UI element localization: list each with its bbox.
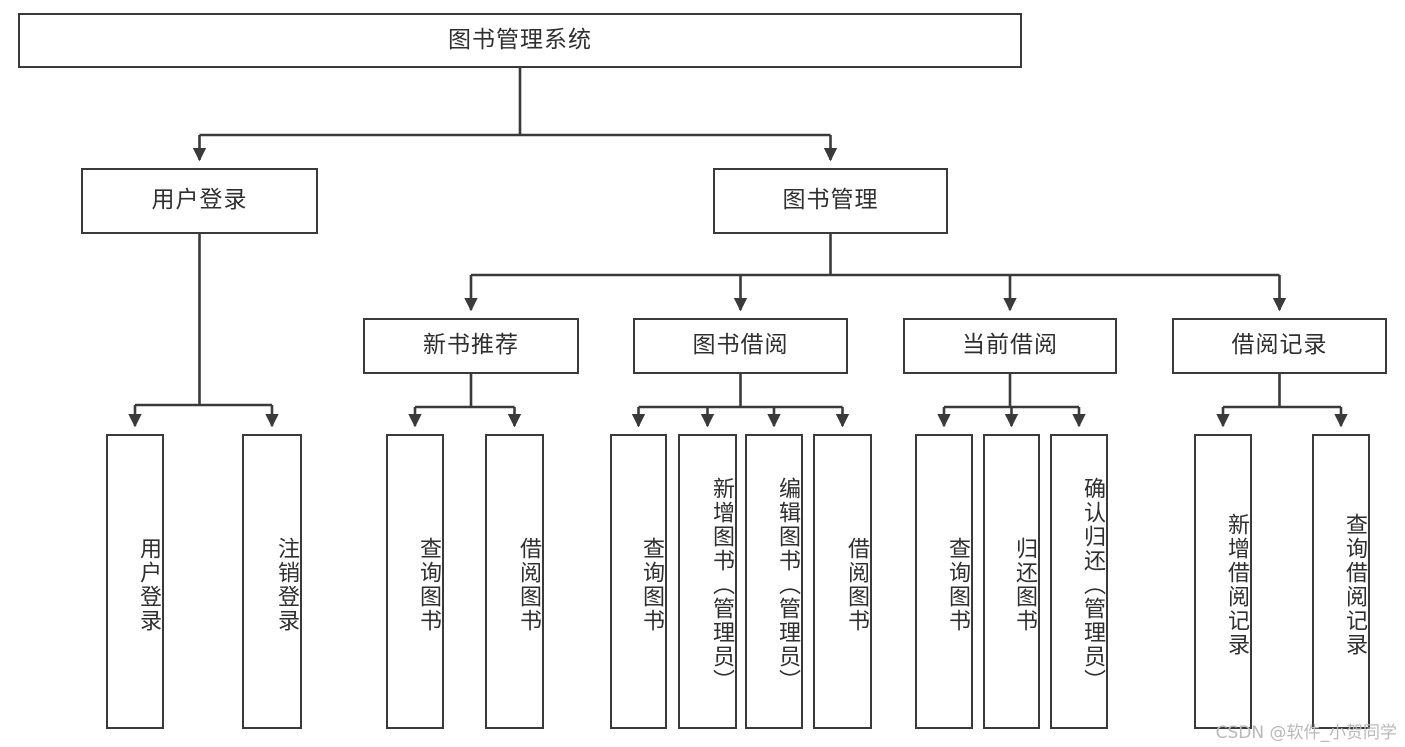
node-label: 用户登录 (151, 187, 248, 214)
node-label: 注销登录 (274, 536, 299, 633)
node-label: 新书推荐 (423, 332, 519, 359)
csdn-watermark: CSDN @软件_小贺同学 (1215, 723, 1397, 743)
leaf-borrow-book-recommend[interactable]: 借阅图书 (485, 434, 544, 729)
leaf-borrow-book[interactable]: 借阅图书 (813, 434, 872, 729)
node-label: 借阅记录 (1231, 332, 1328, 359)
node-label: 编辑图书（管理员） (775, 476, 800, 693)
leaf-confirm-return-admin[interactable]: 确认归还（管理员） (1050, 434, 1108, 729)
node-label: 图书管理 (782, 187, 879, 214)
node-label: 确认归还（管理员） (1080, 476, 1105, 693)
leaf-query-borrow-record[interactable]: 查询借阅记录 (1312, 434, 1370, 729)
node-current-borrow[interactable]: 当前借阅 (903, 318, 1117, 374)
node-label: 查询图书 (945, 536, 970, 633)
leaf-logout[interactable]: 注销登录 (242, 434, 302, 729)
leaf-query-book-current[interactable]: 查询图书 (915, 434, 973, 729)
node-label: 借阅图书 (844, 536, 869, 633)
node-label: 借阅图书 (516, 536, 541, 633)
leaf-add-borrow-record[interactable]: 新增借阅记录 (1194, 434, 1252, 729)
leaf-user-login[interactable]: 用户登录 (106, 434, 164, 729)
node-label: 查询图书 (416, 536, 441, 633)
node-label: 新增借阅记录 (1224, 512, 1249, 657)
node-label: 用户登录 (136, 536, 161, 633)
node-new-book-recommend[interactable]: 新书推荐 (363, 318, 579, 374)
leaf-add-book-admin[interactable]: 新增图书（管理员） (678, 434, 737, 729)
node-label: 图书借阅 (692, 332, 789, 359)
leaf-query-book-recommend[interactable]: 查询图书 (386, 434, 444, 729)
node-book-borrow[interactable]: 图书借阅 (633, 318, 848, 374)
node-borrow-record[interactable]: 借阅记录 (1172, 318, 1387, 374)
leaf-query-book[interactable]: 查询图书 (610, 434, 667, 729)
node-label: 当前借阅 (962, 332, 1058, 359)
node-label: 图书管理系统 (448, 26, 592, 53)
leaf-return-book[interactable]: 归还图书 (983, 434, 1040, 729)
node-label: 归还图书 (1012, 536, 1037, 633)
node-label: 新增图书（管理员） (709, 476, 734, 693)
node-root[interactable]: 图书管理系统 (18, 13, 1022, 68)
node-label: 查询借阅记录 (1342, 512, 1367, 657)
node-book-management[interactable]: 图书管理 (713, 168, 948, 234)
node-label: 查询图书 (639, 536, 664, 633)
node-user-login[interactable]: 用户登录 (81, 168, 318, 234)
leaf-edit-book-admin[interactable]: 编辑图书（管理员） (745, 434, 803, 729)
